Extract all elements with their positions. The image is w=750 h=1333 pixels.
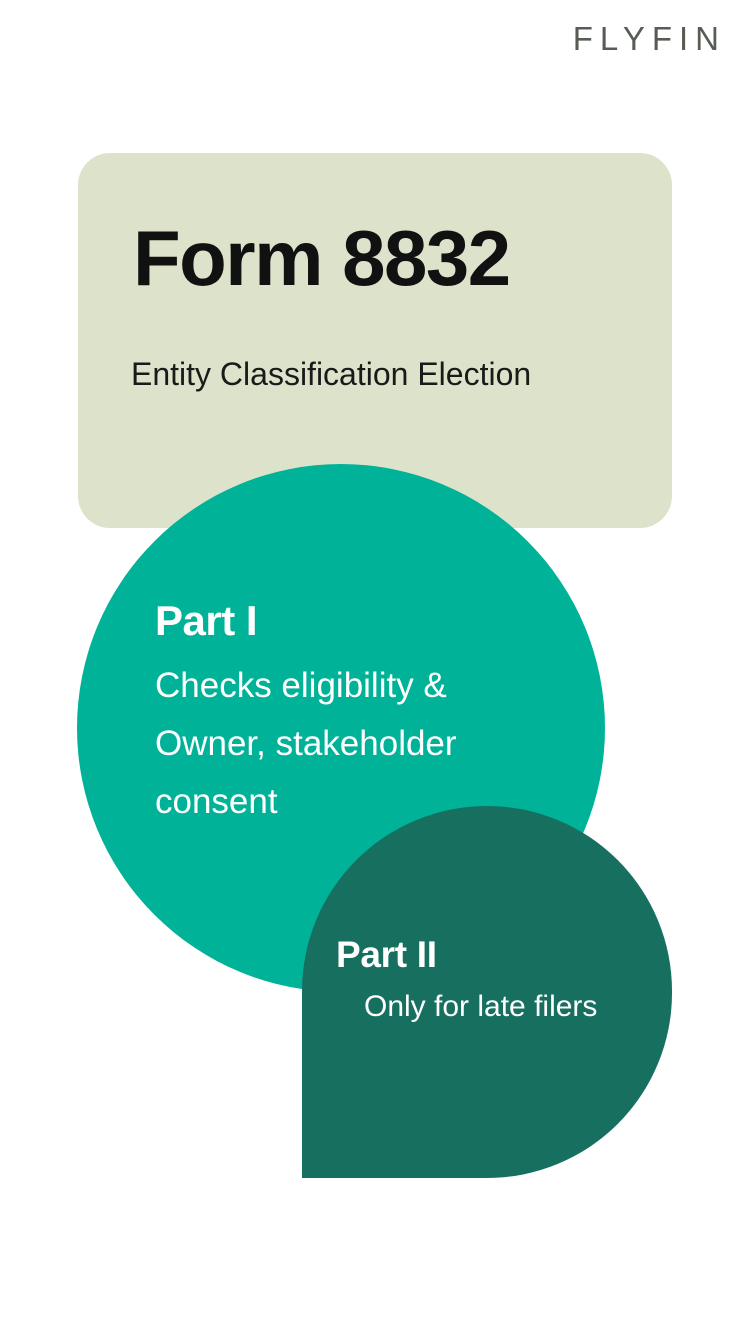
part-two-blob: Part II Only for late filers (302, 806, 672, 1178)
part-one-content: Part I Checks eligibility & Owner, stake… (155, 597, 555, 830)
page-subtitle: Entity Classification Election (131, 356, 532, 392)
part-two-content: Part II Only for late filers (336, 934, 666, 1026)
page-title: Form 8832 (133, 214, 511, 302)
part-two-description: Only for late filers (364, 989, 598, 1023)
part-one-description: Checks eligibility & Owner, stakeholder … (155, 666, 457, 821)
flyfin-logo: FLYFIN (572, 20, 726, 57)
part-two-heading: Part II (336, 934, 437, 975)
part-one-heading: Part I (155, 597, 258, 644)
